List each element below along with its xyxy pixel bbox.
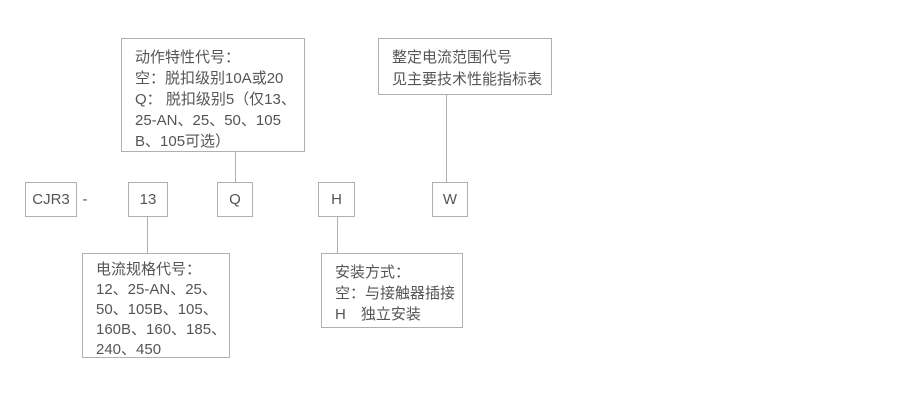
callout-action-line: Q： 脱扣级别5（仅13、 [135,91,296,108]
callout-action-line: 动作特性代号： [135,49,241,66]
code-action-label: Q [229,191,241,208]
callout-spec-line: 50、105B、105、 [96,301,218,318]
callout-spec-line: 160B、160、185、 [96,321,227,338]
callout-spec-line: 12、25-AN、25、 [96,281,217,298]
code-separator: - [82,191,88,208]
code-box-prefix: CJR3 [25,182,77,217]
connector-h-to-mounting [337,217,338,253]
code-prefix-label: CJR3 [32,191,70,208]
callout-mount-line: 空：与接触器插接 [335,285,456,302]
code-box-mounting: H [318,182,355,217]
callout-setting-current-range: 整定电流范围代号 见主要技术性能指标表 [378,38,552,95]
connector-action-to-q [235,152,236,182]
callout-spec-line: 电流规格代号： [96,261,202,278]
callout-range-line: 整定电流范围代号 [392,49,513,66]
callout-action-characteristic: 动作特性代号： 空：脱扣级别10A或20 Q： 脱扣级别5（仅13、 25-AN… [121,38,305,152]
code-mounting-label: H [331,191,342,208]
callout-action-line: 空：脱扣级别10A或20 [135,70,284,87]
callout-mounting-method: 安装方式： 空：与接触器插接 H 独立安装 [321,253,463,328]
code-box-action-characteristic: Q [217,182,253,217]
connector-range-to-w [446,95,447,182]
callout-mount-line: H 独立安装 [335,306,421,323]
callout-action-line: 25-AN、25、50、105 [135,112,281,129]
callout-action-line: B、105可选） [135,133,231,150]
code-box-current-range: W [432,182,468,217]
callout-spec-line: 240、450 [96,341,162,358]
callout-range-line: 见主要技术性能指标表 [392,71,543,88]
code-box-current-spec: 13 [128,182,168,217]
callout-current-spec: 电流规格代号： 12、25-AN、25、 50、105B、105、 160B、1… [82,253,230,358]
connector-13-to-spec [147,217,148,253]
code-current-spec-label: 13 [139,191,157,208]
callout-mount-line: 安装方式： [335,264,411,281]
code-range-label: W [442,191,458,208]
